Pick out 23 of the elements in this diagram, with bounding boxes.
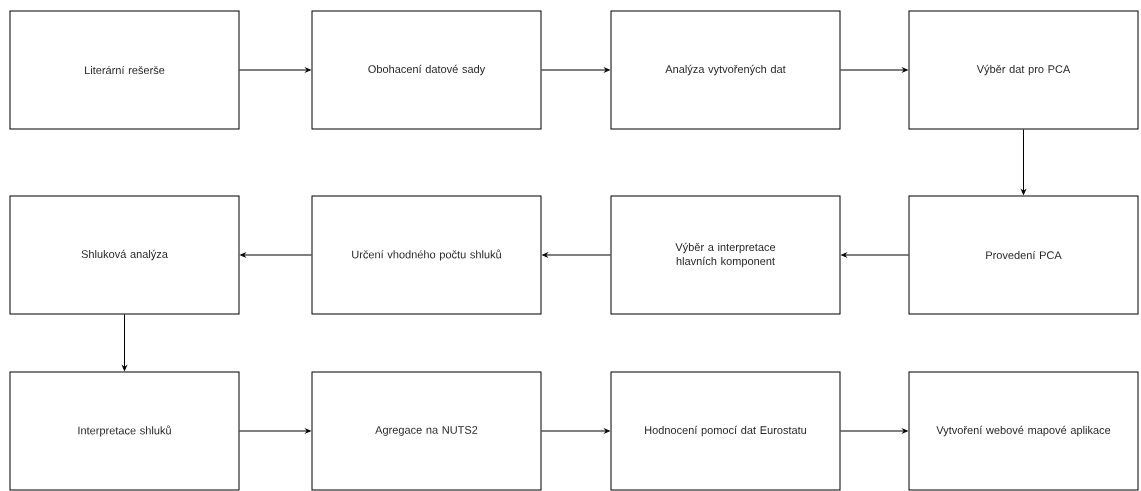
process-box: Výběr dat pro PCA bbox=[908, 10, 1139, 130]
arrow bbox=[1021, 129, 1026, 195]
process-box: Vytvoření webové mapové aplikace bbox=[908, 371, 1139, 491]
process-box: Analýza vytvořených dat bbox=[610, 10, 841, 130]
process-box: Určení vhodného počtu shluků bbox=[311, 195, 542, 315]
arrow bbox=[240, 252, 312, 258]
process-box: Hodnocení pomocí dat Eurostatu bbox=[610, 371, 841, 491]
process-box: Literární rešerše bbox=[9, 10, 240, 130]
process-box: Obohacení datové sady bbox=[311, 10, 542, 130]
arrow bbox=[542, 252, 611, 258]
arrow bbox=[239, 428, 311, 434]
process-box: Interpretace shluků bbox=[9, 371, 240, 491]
arrow bbox=[541, 428, 610, 434]
arrow bbox=[239, 67, 311, 73]
arrow bbox=[541, 67, 610, 73]
arrow bbox=[840, 428, 908, 434]
arrow bbox=[840, 67, 908, 73]
process-box: Agregace na NUTS2 bbox=[311, 371, 542, 491]
arrow bbox=[122, 314, 127, 371]
process-box: Provedení PCA bbox=[908, 195, 1139, 315]
arrow bbox=[841, 252, 909, 258]
process-box: Výběr a interpretace hlavních komponent bbox=[610, 195, 841, 315]
process-box: Shluková analýza bbox=[9, 195, 240, 315]
